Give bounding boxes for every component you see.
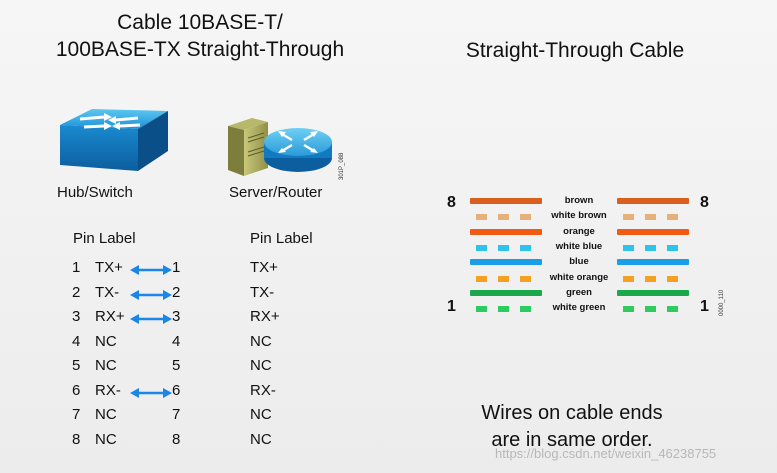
- wire-stripe-right: [623, 214, 634, 221]
- wire-order-note: Wires on cable ends are in same order.: [432, 400, 712, 454]
- pin-number-left: 6: [72, 381, 81, 399]
- wire-color-label: brown: [564, 195, 594, 206]
- pin-label-left: RX+: [95, 308, 125, 325]
- figure-code: 301P_088: [339, 152, 345, 180]
- wire-bar-left: [470, 198, 542, 204]
- wire-stripe-right: [667, 214, 678, 221]
- note-line2: are in same order.: [491, 429, 653, 451]
- pin-number-right: 6: [172, 381, 181, 399]
- wire-end-bottom-number-left: 1: [447, 298, 456, 315]
- wire-stripe-right: [667, 275, 678, 282]
- pin-label-right: RX-: [250, 381, 276, 399]
- wire-color-label: green: [566, 286, 592, 298]
- wire-bar-left: [470, 289, 542, 296]
- wire-color-label: white brown: [551, 210, 607, 222]
- wire-color-label: white orange: [549, 271, 609, 283]
- pin-label-left: TX+: [95, 259, 123, 276]
- wire-color-label: white green: [552, 302, 606, 314]
- wire-color-label: blue: [569, 256, 589, 268]
- pin-number-left: 4: [72, 332, 81, 350]
- right-title: Straight-Through Cable: [465, 39, 685, 62]
- pin-label-header-left: Pin Label: [73, 230, 136, 247]
- wire-stripe-left: [520, 275, 531, 282]
- pin-number-right: 1: [172, 259, 181, 276]
- wire-stripe-right: [645, 214, 656, 221]
- double-arrow-icon: [130, 312, 172, 330]
- pin-label-left: NC: [95, 430, 117, 448]
- wire-stripe-left: [476, 244, 487, 251]
- wire-end-top-number-left: 8: [447, 194, 456, 211]
- wire-end-bottom-number-right: 1: [700, 298, 709, 315]
- pin-label-left: TX-: [95, 283, 120, 301]
- pin-number-right: 2: [172, 283, 181, 301]
- pin-label-right: RX+: [250, 308, 280, 325]
- wire-color-label: white blue: [555, 240, 603, 252]
- pin-number-left: 5: [72, 357, 81, 374]
- wire-stripe-left: [498, 244, 509, 251]
- hub-switch-label: Hub/Switch: [57, 184, 133, 201]
- pin-label-left: NC: [95, 332, 117, 350]
- wire-bar-right: [617, 198, 689, 204]
- wire-end-top-number-right: 8: [700, 194, 709, 211]
- pin-label-left: NC: [95, 406, 117, 423]
- pin-number-left: 7: [72, 406, 81, 423]
- pin-label-right: NC: [250, 332, 272, 350]
- double-arrow-icon: [130, 386, 172, 404]
- pin-label-right: NC: [250, 430, 272, 448]
- server-router-icon: [222, 112, 334, 189]
- note-line1: Wires on cable ends: [481, 402, 663, 424]
- switch-icon: [58, 105, 170, 192]
- wire-bar-left: [470, 228, 542, 235]
- wire-stripe-right: [645, 275, 656, 282]
- wire-color-label: orange: [563, 225, 595, 237]
- wire-bar-right: [617, 228, 689, 235]
- left-title-line1: Cable 10BASE-T/: [117, 11, 283, 34]
- pin-label-left: RX-: [95, 381, 121, 399]
- pin-number-right: 7: [172, 406, 181, 423]
- wire-stripe-left: [498, 275, 509, 282]
- wire-figure-code: 0000_110: [719, 289, 725, 316]
- double-arrow-icon: [130, 263, 172, 281]
- pin-number-left: 2: [72, 283, 81, 301]
- pin-label-header-right: Pin Label: [250, 230, 313, 247]
- left-title: Cable 10BASE-T/ 100BASE-TX Straight-Thro…: [40, 9, 360, 63]
- pin-number-right: 3: [172, 308, 181, 325]
- server-router-label: Server/Router: [229, 184, 323, 201]
- wire-stripe-right: [667, 244, 678, 251]
- wire-bar-right: [617, 289, 689, 296]
- wire-stripe-left: [498, 214, 509, 221]
- wire-bar-left: [470, 259, 542, 266]
- wire-bar-right: [617, 259, 689, 266]
- wire-stripe-left: [476, 306, 487, 313]
- pin-number-left: 8: [72, 430, 81, 448]
- pin-number-right: 8: [172, 430, 181, 448]
- wire-stripe-right: [667, 306, 678, 313]
- pin-number-left: 1: [72, 259, 81, 276]
- wire-stripe-left: [476, 214, 487, 221]
- wire-stripe-left: [476, 275, 487, 282]
- watermark: https://blog.csdn.net/weixin_46238755: [495, 446, 717, 461]
- wire-stripe-right: [623, 244, 634, 251]
- pin-label-left: NC: [95, 357, 117, 374]
- wire-stripe-right: [645, 244, 656, 251]
- pin-number-right: 5: [172, 357, 181, 374]
- pin-label-right: NC: [250, 357, 272, 374]
- wire-stripe-left: [498, 306, 509, 313]
- wire-stripe-right: [623, 275, 634, 282]
- left-title-line2: 100BASE-TX Straight-Through: [55, 38, 345, 61]
- wire-stripe-left: [520, 244, 531, 251]
- pin-number-right: 4: [172, 332, 181, 350]
- pin-label-right: TX-: [250, 283, 275, 301]
- wire-stripe-right: [623, 306, 634, 313]
- pin-label-right: NC: [250, 406, 272, 423]
- double-arrow-icon: [130, 288, 172, 306]
- pin-label-right: TX+: [250, 259, 278, 276]
- wire-stripe-left: [520, 306, 531, 313]
- pin-number-left: 3: [72, 308, 81, 325]
- wire-stripe-right: [645, 306, 656, 313]
- wire-stripe-left: [520, 214, 531, 221]
